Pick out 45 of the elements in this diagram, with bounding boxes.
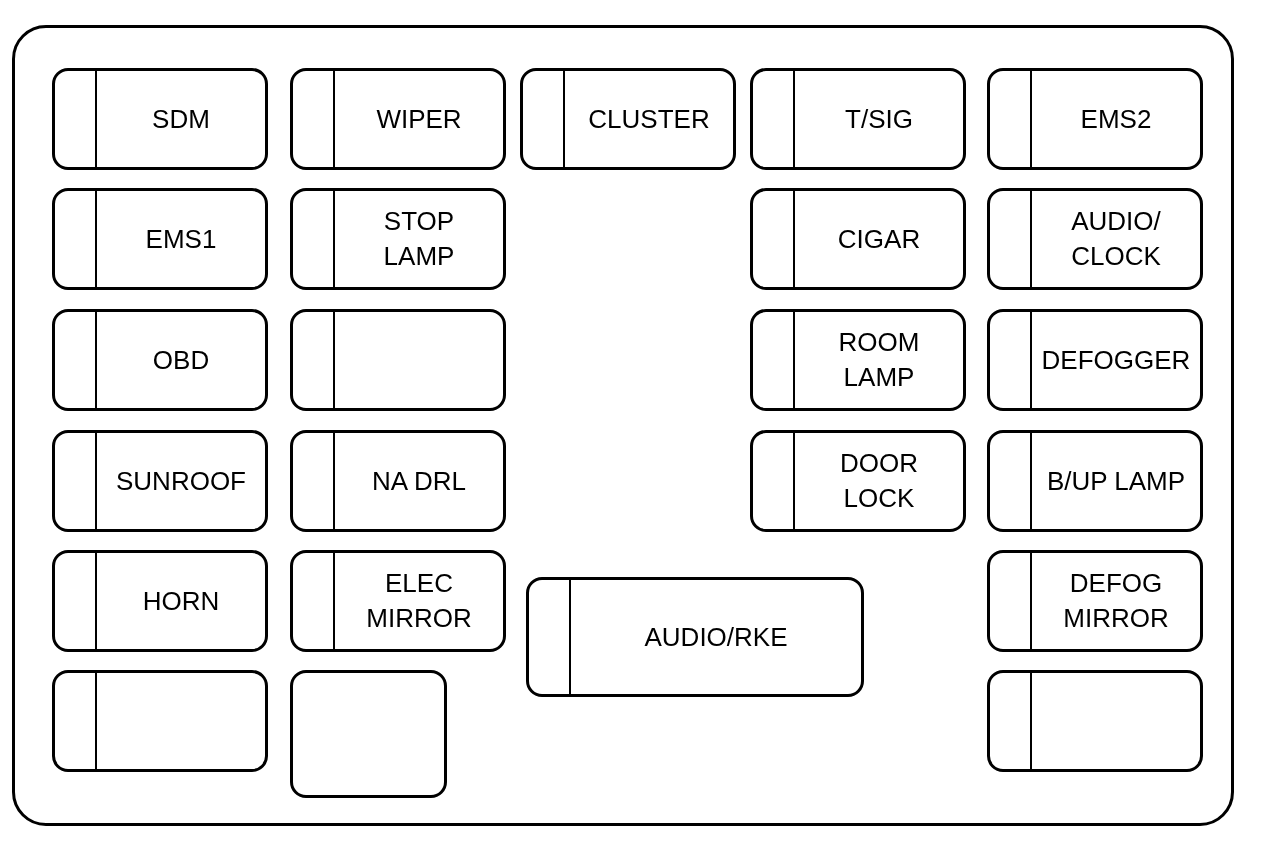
fuse-label: NA DRL [372, 464, 466, 498]
fuse [750, 68, 966, 170]
fuse-label: STOP LAMP [382, 205, 456, 273]
fuse-label: WIPER [376, 102, 462, 136]
fuse-label: HORN [142, 584, 220, 618]
fuse [750, 188, 966, 290]
fuse-label: ROOM LAMP [837, 326, 921, 394]
fuse [52, 550, 268, 652]
fuse-label: DEFOG MIRROR [1062, 567, 1170, 635]
fuse-label: AUDIO/RKE [644, 620, 788, 654]
fuse [987, 430, 1203, 532]
fuse [290, 68, 506, 170]
fuse-label: EMS1 [145, 222, 217, 256]
fuse [520, 68, 736, 170]
fuse [987, 188, 1203, 290]
fuse [750, 430, 966, 532]
fuse [526, 577, 864, 697]
fuse [52, 309, 268, 411]
fuse-label: DOOR LOCK [839, 447, 919, 515]
relay [290, 670, 447, 798]
fuse-label: T/SIG [845, 102, 913, 136]
fuse-label: CIGAR [837, 222, 921, 256]
fuse [987, 68, 1203, 170]
fuse [290, 309, 506, 411]
fuse [52, 670, 268, 772]
fuse [52, 68, 268, 170]
fuse [987, 670, 1203, 772]
fuse-label: SDM [152, 102, 210, 136]
fuse-label: DEFOGGER [1041, 343, 1191, 377]
fuse [290, 550, 506, 652]
fuse-label: AUDIO/ CLOCK [1070, 205, 1162, 273]
fuse [52, 188, 268, 290]
fuse [52, 430, 268, 532]
fuse [750, 309, 966, 411]
fuse-label: B/UP LAMP [1046, 464, 1186, 498]
fuse-label: ELEC MIRROR [365, 567, 473, 635]
fuse-label: OBD [152, 343, 210, 377]
fuse-label: SUNROOF [116, 464, 246, 498]
fuse [987, 550, 1203, 652]
fuse-label: EMS2 [1080, 102, 1152, 136]
fuse-label: CLUSTER [588, 102, 710, 136]
fuse [290, 188, 506, 290]
fuse-panel [12, 25, 1234, 826]
fuse [987, 309, 1203, 411]
fuse [290, 430, 506, 532]
